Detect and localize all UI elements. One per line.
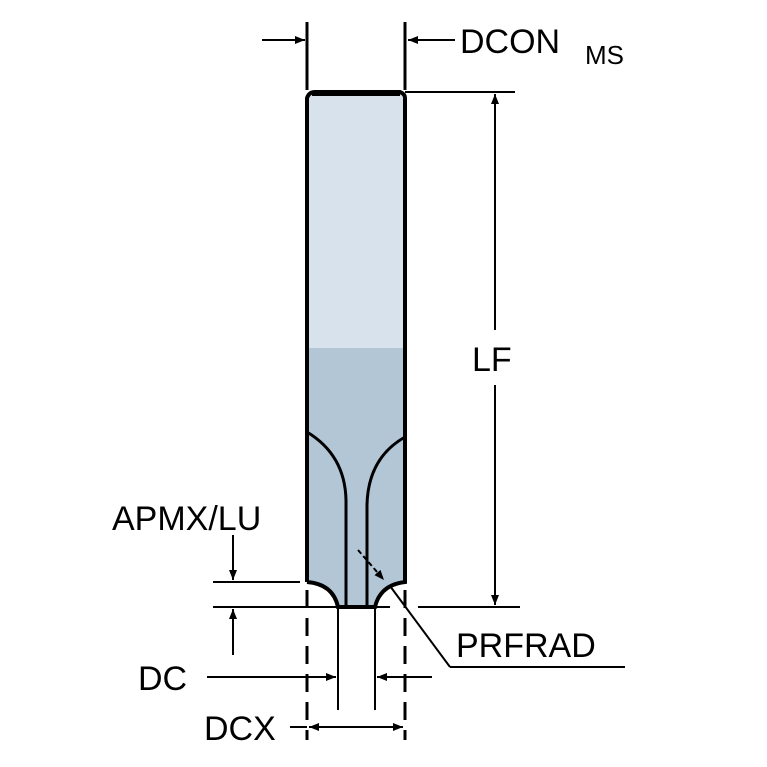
left-flute	[306, 430, 348, 607]
prfrad-dimension: PRFRAD	[357, 549, 625, 668]
lf-dimension: LF	[405, 91, 520, 608]
dcx-dimension: DCX	[204, 710, 403, 748]
right-flute	[365, 435, 406, 607]
apmx-lu-label: APMX/LU	[112, 500, 261, 538]
prfrad-label: PRFRAD	[456, 627, 596, 665]
extension-lines	[305, 590, 407, 740]
dcon-dimension: DCON MS	[262, 22, 624, 90]
lf-label: LF	[472, 341, 512, 379]
tool-body	[305, 90, 407, 609]
shank-region	[307, 92, 405, 348]
dc-label: DC	[138, 660, 187, 698]
dc-dimension: DC	[138, 660, 432, 698]
dcon-subscript: MS	[585, 40, 624, 70]
apmx-dimension: APMX/LU	[112, 500, 390, 655]
tool-outline	[305, 90, 407, 609]
cutting-region	[307, 348, 405, 607]
dcx-label: DCX	[204, 710, 276, 748]
dcon-label: DCON	[460, 23, 560, 61]
